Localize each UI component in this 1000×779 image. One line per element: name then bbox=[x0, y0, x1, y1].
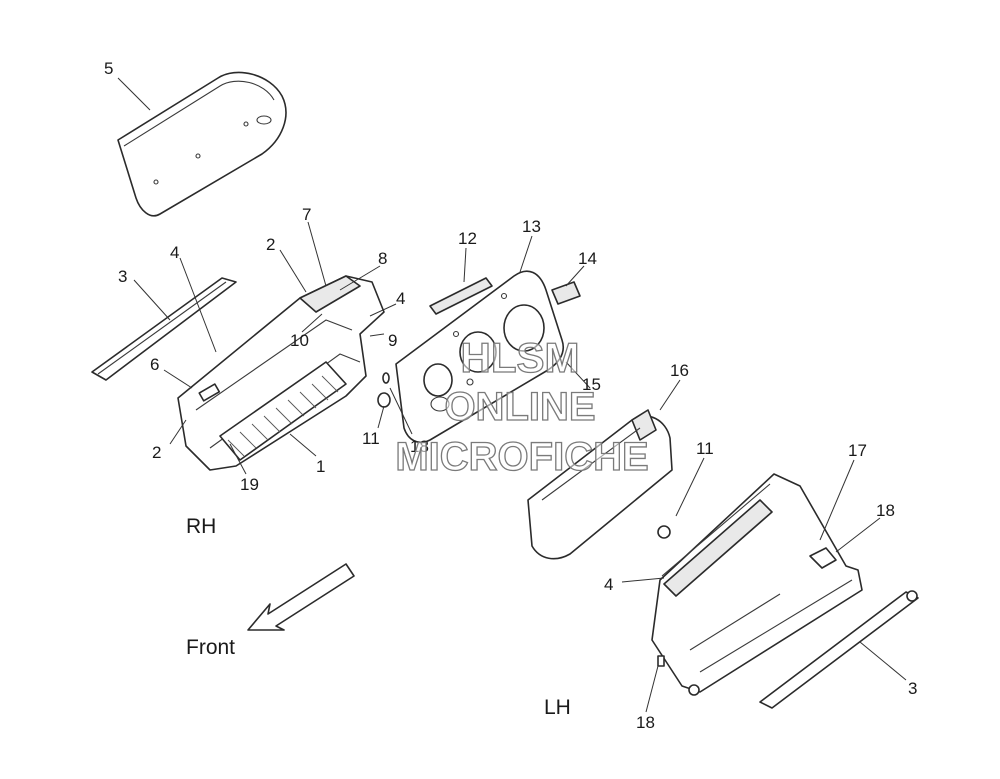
front-arrow-icon bbox=[247, 563, 355, 631]
part-1-hatched-face bbox=[219, 361, 347, 461]
callout-2-top: 2 bbox=[266, 235, 275, 254]
callout-17: 17 bbox=[848, 441, 867, 460]
callout-18-lh-right: 18 bbox=[876, 501, 895, 520]
callout-numbers: 5 3 4 2 7 8 4 9 10 6 2 19 1 11 18 12 13 … bbox=[104, 59, 917, 732]
callout-11-lh: 11 bbox=[696, 439, 714, 458]
leader-lines bbox=[117, 77, 907, 713]
callout-4-mid: 4 bbox=[396, 289, 405, 308]
callout-18-lh-bottom: 18 bbox=[636, 713, 655, 732]
callout-11-rh: 11 bbox=[362, 429, 380, 448]
front-label: Front bbox=[186, 636, 235, 659]
watermark-line-2: ONLINE bbox=[444, 385, 595, 429]
part-11-rh-grommet bbox=[377, 392, 391, 408]
callout-5: 5 bbox=[104, 59, 113, 78]
part-3-rh-trim-strip bbox=[91, 277, 237, 381]
callout-19: 19 bbox=[240, 475, 259, 494]
rh-label: RH bbox=[186, 515, 216, 538]
watermark: HLSM ONLINE MICROFICHE bbox=[395, 333, 650, 479]
callout-13: 13 bbox=[522, 217, 541, 236]
callout-8: 8 bbox=[378, 249, 387, 268]
part-13-gauge-panel bbox=[395, 270, 564, 444]
rh-meter-case bbox=[177, 275, 385, 471]
callout-3-lh: 3 bbox=[908, 679, 917, 698]
part-18-rh-screw bbox=[382, 372, 390, 384]
callout-14: 14 bbox=[578, 249, 597, 268]
lh-meter-case bbox=[651, 473, 863, 696]
callout-2-bottom: 2 bbox=[152, 443, 161, 462]
callout-16: 16 bbox=[670, 361, 689, 380]
part-11-lh-grommet bbox=[657, 525, 671, 539]
watermark-line-3: MICROFICHE bbox=[395, 435, 648, 479]
watermark-line-1: HLSM bbox=[461, 334, 580, 381]
part-12-label-strip bbox=[429, 277, 493, 315]
part-18-lh-screw bbox=[657, 655, 665, 667]
part-16-cushion bbox=[527, 409, 673, 560]
callout-4-lh: 4 bbox=[604, 575, 613, 594]
callout-10: 10 bbox=[290, 331, 309, 350]
lh-label: LH bbox=[544, 696, 571, 719]
callout-9: 9 bbox=[388, 331, 397, 350]
callout-18-rh: 18 bbox=[410, 437, 429, 456]
part-5-cover-panel bbox=[117, 71, 287, 217]
callout-4-rh: 4 bbox=[170, 243, 179, 262]
callout-7: 7 bbox=[302, 205, 311, 224]
callout-1: 1 bbox=[316, 457, 325, 476]
callout-12: 12 bbox=[458, 229, 477, 248]
part-3-lh-trim-strip bbox=[759, 590, 919, 709]
callout-15: 15 bbox=[582, 375, 601, 394]
callout-6: 6 bbox=[150, 355, 159, 374]
callout-3-rh: 3 bbox=[118, 267, 127, 286]
